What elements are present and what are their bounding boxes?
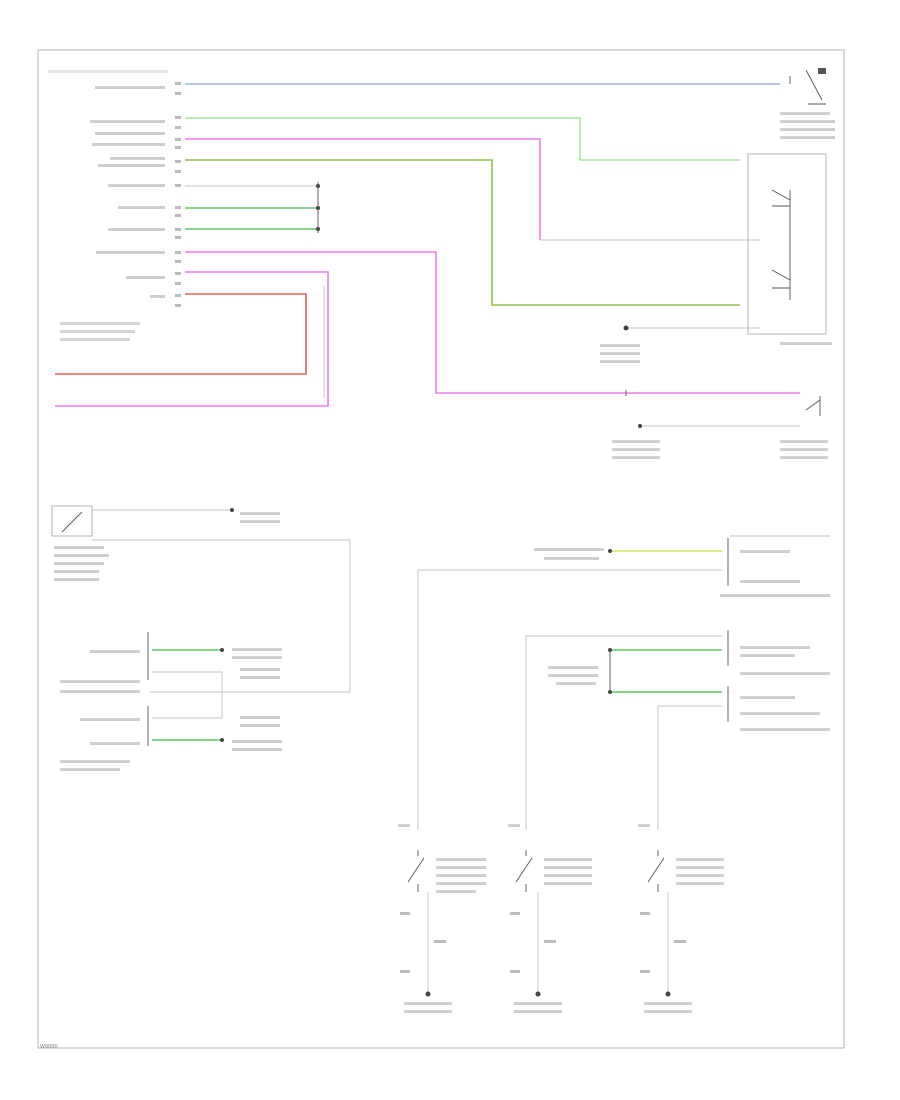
pin-number-stubs [175, 82, 181, 307]
passenger-door-switch-section [417, 535, 830, 830]
door-ajar-switches-bottom [398, 824, 724, 1013]
splice-points-top [316, 182, 320, 233]
wire-magenta-1 [185, 138, 541, 240]
top-gray-wires [185, 185, 800, 427]
wire-magenta-2 [185, 251, 800, 394]
bottom-pin-ticks [400, 912, 686, 973]
wire-red [55, 293, 307, 375]
module-connector-labels [48, 70, 168, 341]
wire-light-green [185, 117, 740, 161]
ground-symbols-top [623, 325, 821, 428]
top-wires [55, 83, 800, 407]
right-labels-top [600, 112, 835, 459]
park-brake-switch [789, 68, 826, 105]
wire-magenta-3 [55, 271, 329, 407]
diagram-code: W0000 [40, 1044, 58, 1050]
wire-olive-green [185, 159, 740, 306]
headlamp-switch-assembly [747, 153, 827, 335]
driver-door-switch-lower [60, 632, 282, 771]
diagram-frame [37, 49, 845, 1049]
rear-door-switch-section [525, 630, 830, 830]
driver-door-switch-section [51, 505, 351, 693]
